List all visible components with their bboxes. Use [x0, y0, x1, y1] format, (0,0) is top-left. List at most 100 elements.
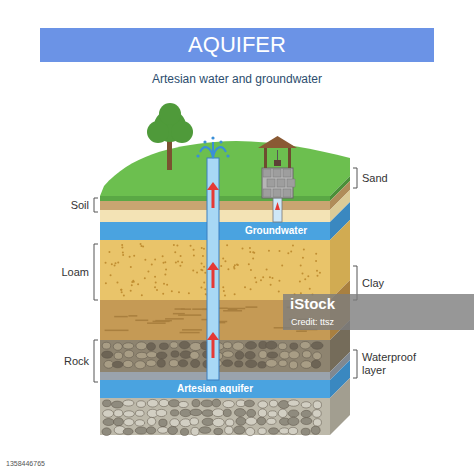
bracket — [94, 244, 98, 300]
stone — [180, 409, 191, 416]
stone — [180, 419, 191, 427]
grain — [110, 274, 112, 276]
grain — [255, 281, 257, 283]
grain — [269, 276, 271, 278]
stone — [178, 360, 187, 367]
brick — [273, 169, 281, 177]
grain — [192, 270, 194, 272]
grain — [151, 263, 153, 265]
grain — [248, 263, 250, 265]
stone — [137, 401, 146, 408]
stone — [159, 399, 169, 406]
stone — [104, 360, 113, 368]
stone — [135, 427, 147, 434]
stone — [290, 343, 298, 350]
stone — [268, 411, 277, 417]
brick — [273, 189, 281, 197]
layer-side — [330, 378, 350, 435]
stone — [170, 419, 180, 427]
streak — [165, 318, 184, 320]
stone — [102, 342, 110, 349]
grain — [111, 263, 113, 265]
brick — [263, 169, 271, 177]
stone — [279, 428, 289, 434]
stone — [157, 359, 165, 367]
streak — [173, 313, 185, 315]
grain — [164, 261, 166, 263]
brick — [267, 179, 275, 187]
grain — [301, 273, 303, 275]
streak — [178, 314, 201, 316]
grain — [316, 275, 318, 277]
stone — [247, 409, 256, 417]
grain — [120, 289, 122, 291]
grain — [144, 259, 146, 261]
grain — [242, 247, 244, 249]
brackets — [94, 168, 357, 382]
stone — [311, 426, 320, 434]
grain — [268, 250, 270, 252]
grain — [201, 263, 203, 265]
crown — [171, 121, 193, 143]
stone — [226, 419, 234, 426]
roof — [258, 136, 297, 148]
stone — [301, 428, 310, 435]
stone — [180, 428, 188, 435]
grain — [300, 265, 302, 267]
arrow-head — [207, 332, 219, 340]
grain — [253, 252, 255, 254]
stone — [179, 401, 188, 407]
grain — [249, 247, 251, 249]
water-jet — [213, 147, 226, 158]
brick — [283, 169, 291, 177]
stone — [267, 418, 276, 424]
well-pipe — [207, 158, 219, 380]
grain — [132, 280, 134, 282]
stone — [123, 360, 133, 367]
stone — [246, 427, 255, 435]
stone — [191, 427, 199, 435]
grain — [193, 249, 195, 251]
stone — [191, 359, 200, 367]
grain — [137, 283, 139, 285]
stone — [266, 341, 277, 349]
streak — [182, 329, 202, 331]
watermark-band — [283, 294, 474, 330]
grain — [179, 265, 181, 267]
stone — [102, 351, 113, 358]
stone — [202, 418, 214, 425]
stone — [179, 341, 189, 349]
bracket — [94, 340, 98, 382]
stone — [234, 426, 245, 434]
streak — [114, 316, 128, 318]
brick — [263, 189, 271, 197]
grain — [154, 286, 156, 288]
crown — [147, 121, 169, 143]
grain — [121, 291, 123, 293]
water-jet — [200, 147, 213, 158]
post — [288, 146, 291, 168]
stone — [171, 410, 179, 416]
bracket — [94, 198, 98, 212]
grain — [162, 293, 164, 295]
grain — [220, 265, 222, 267]
streak — [147, 322, 166, 324]
stone — [147, 343, 156, 351]
stone — [313, 352, 322, 360]
grain — [154, 276, 156, 278]
stone — [302, 351, 311, 358]
stone — [103, 410, 114, 418]
stone — [269, 428, 279, 434]
grass-surface — [100, 141, 350, 196]
stone — [214, 428, 223, 434]
stone — [168, 426, 178, 434]
band-label: Groundwater — [245, 225, 307, 237]
stone — [113, 343, 122, 350]
stone — [234, 409, 245, 417]
stone — [235, 351, 244, 359]
soil-layer — [100, 380, 330, 398]
post — [264, 146, 267, 168]
dug-well — [258, 136, 297, 222]
band-label: Artesian aquifer — [177, 383, 253, 395]
